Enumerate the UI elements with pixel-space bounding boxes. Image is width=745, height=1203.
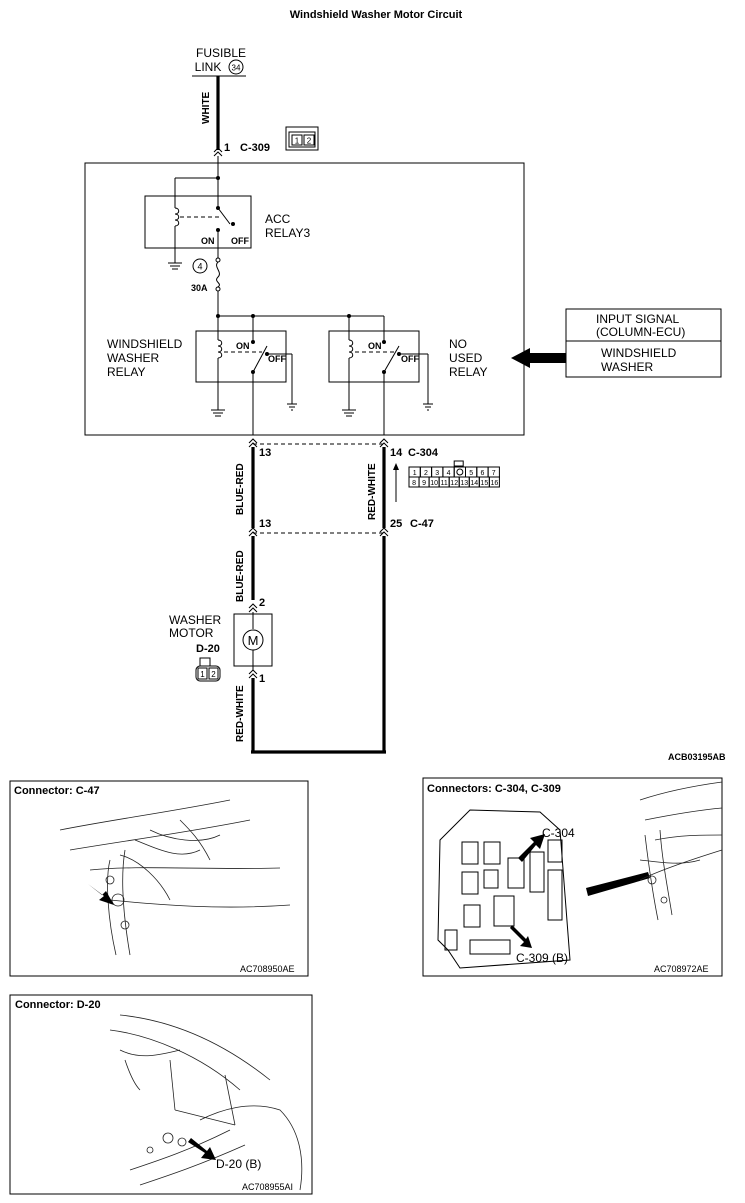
c304-pin-label: 3 — [435, 470, 439, 477]
c304-pin-label: 6 — [480, 470, 484, 477]
svg-text:1: 1 — [295, 137, 300, 146]
c304-pin-label: 12 — [450, 480, 458, 487]
input-signal-box: INPUT SIGNAL (COLUMN-ECU) WINDSHIELD WAS… — [511, 308, 722, 378]
fusible-label-2: LINK — [195, 60, 222, 74]
c304-pin-label: 15 — [480, 480, 488, 487]
panel-connector-c47: Connector: C-47 AC708950AE — [9, 780, 309, 977]
c304-pin-label: 1 — [413, 470, 417, 477]
acc-relay-label-2: RELAY3 — [265, 226, 310, 240]
svg-text:INPUT SIGNAL: INPUT SIGNAL — [596, 312, 679, 326]
svg-text:2: 2 — [307, 137, 312, 146]
svg-text:ON: ON — [236, 341, 250, 351]
svg-text:ON: ON — [201, 236, 215, 246]
acc-relay-label-1: ACC — [265, 212, 291, 226]
wire-label-red-white: RED-WHITE — [367, 463, 378, 520]
fusible-label-1: FUSIBLE — [196, 46, 246, 60]
svg-text:1: 1 — [200, 670, 205, 679]
washer-relay-label-2: WASHER — [107, 351, 160, 365]
motor-symbol: M — [248, 633, 259, 648]
acc-relay: ON OFF ACC RELAY3 — [144, 163, 310, 270]
panel-connectors-c304-c309: Connectors: C-304, C-309 AC708972AE C-30… — [422, 777, 723, 977]
c304-pin-label: 11 — [441, 480, 448, 487]
c304-pin-label: 4 — [447, 470, 451, 477]
c309-pin: 1 — [224, 142, 230, 154]
unused-relay-label-3: RELAY — [449, 365, 487, 379]
panel-c47-title: Connector: C-47 — [14, 785, 100, 797]
panel-connector-d20: Connector: D-20 AC708955AI D-20 (B) — [9, 994, 313, 1195]
c304-pin-label: 2 — [424, 470, 428, 477]
svg-text:ON: ON — [368, 341, 382, 351]
wire-label-red-white-lower: RED-WHITE — [235, 685, 246, 742]
d20-pointer-arrow — [188, 1138, 216, 1160]
d20-callout: D-20 (B) — [216, 1157, 261, 1171]
svg-text:4: 4 — [197, 262, 202, 272]
svg-text:WINDSHIELD: WINDSHIELD — [601, 346, 677, 360]
c304-pin-cell — [488, 476, 500, 488]
unused-relay-label-1: NO — [449, 337, 467, 351]
unused-relay: ON OFF NO USED RELAY — [328, 316, 487, 435]
panel-c47-code: AC708950AE — [240, 964, 295, 974]
svg-text:OFF: OFF — [268, 354, 286, 364]
c304-callout: C-304 — [542, 826, 575, 840]
svg-text:14: 14 — [390, 447, 403, 459]
washer-relay-label-3: RELAY — [107, 365, 145, 379]
wire-label-blue-red-lower: BLUE-RED — [235, 550, 246, 602]
panel-c304-title: Connectors: C-304, C-309 — [427, 783, 561, 795]
panel-c304-code: AC708972AE — [654, 964, 709, 974]
d20-name: D-20 — [196, 643, 220, 655]
svg-text:OFF: OFF — [231, 236, 249, 246]
c309-name: C-309 — [240, 142, 270, 154]
unused-relay-label-2: USED — [449, 351, 483, 365]
fusible-number: 34 — [232, 64, 241, 73]
fuse-30a: 4 30A — [191, 257, 221, 316]
diagram-title: Windshield Washer Motor Circuit — [290, 9, 463, 21]
c309-callout: C-309 (B) — [516, 951, 568, 965]
svg-text:1: 1 — [259, 673, 265, 685]
svg-text:2: 2 — [259, 597, 265, 609]
panel-d20-title: Connector: D-20 — [15, 999, 101, 1011]
wire-label-white: WHITE — [201, 91, 212, 124]
svg-text:13: 13 — [259, 518, 271, 530]
c304-name: C-304 — [408, 447, 439, 459]
c309-chevron — [213, 147, 223, 153]
c309-connector-icon: 1 2 — [285, 126, 319, 151]
washer-relay-label-1: WINDSHIELD — [107, 337, 183, 351]
washer-relay: ON OFF WINDSHIELD WASHER RELAY — [107, 316, 297, 435]
fusible-number-circle — [228, 59, 244, 75]
c47-connector: 13 25 C-47 — [248, 518, 434, 537]
panel-d20-code: AC708955AI — [242, 1182, 293, 1192]
c304-pin-label: 9 — [422, 480, 426, 487]
c304-pin-label: 8 — [412, 480, 416, 487]
svg-text:30A: 30A — [191, 283, 208, 293]
c304-pin-label: 5 — [469, 470, 473, 477]
svg-text:2: 2 — [211, 670, 216, 679]
svg-text:25: 25 — [390, 518, 402, 530]
motor-label-1: WASHER — [169, 613, 222, 627]
c304-connector: 13 14 C-304 — [248, 438, 439, 502]
svg-text:OFF: OFF — [401, 354, 419, 364]
diagram-code: ACB03195AB — [668, 752, 726, 762]
motor-label-2: MOTOR — [169, 626, 214, 640]
c47-pointer-arrow — [88, 884, 114, 905]
svg-text:WASHER: WASHER — [601, 360, 654, 374]
junction-block — [84, 162, 525, 436]
fusible-link: FUSIBLE LINK 34 — [192, 46, 246, 77]
washer-motor: 2 M 1 WASHER MOTOR D-20 1 2 — [169, 597, 273, 685]
c304-pin-label: 7 — [492, 470, 496, 477]
c304-pin-label: 14 — [470, 480, 478, 487]
input-arrow — [511, 348, 566, 368]
svg-text:(COLUMN-ECU): (COLUMN-ECU) — [596, 325, 685, 339]
c304-pin-label: 10 — [430, 480, 438, 487]
c304-pin-label: 16 — [490, 480, 498, 487]
c47-name: C-47 — [410, 518, 434, 530]
wire-label-blue-red-upper: BLUE-RED — [235, 463, 246, 515]
c304-pin-label: 13 — [460, 480, 468, 487]
svg-text:13: 13 — [259, 447, 271, 459]
